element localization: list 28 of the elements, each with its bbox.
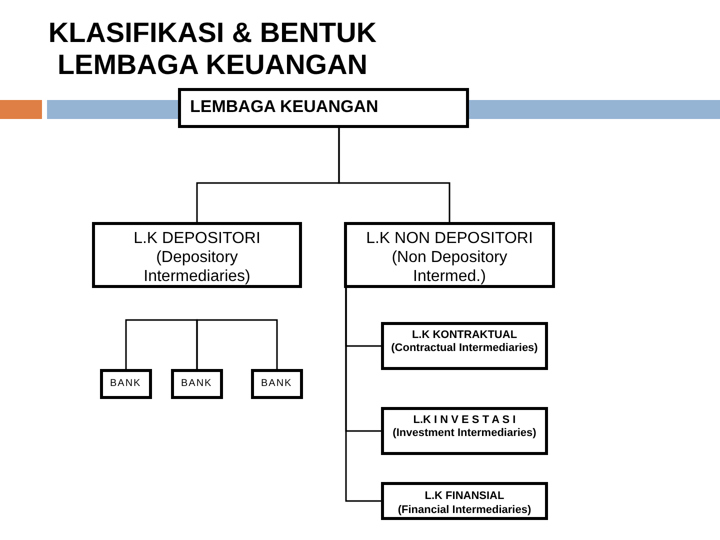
subcategory-box bbox=[381, 482, 548, 520]
connector-line bbox=[338, 128, 450, 222]
connector-line bbox=[125, 319, 198, 369]
node-title: L.K DEPOSITORI bbox=[132, 229, 262, 248]
connector-line bbox=[345, 288, 381, 502]
subcategory-box bbox=[381, 322, 548, 370]
node-label: BANK bbox=[261, 378, 294, 390]
node-title: L.K NON DEPOSITORI bbox=[365, 229, 534, 248]
node-subtitle: (Non Depository Intermed.) bbox=[390, 248, 508, 286]
bank-box bbox=[251, 369, 303, 399]
node-subtitle: (Contractual Intermediaries) bbox=[390, 342, 539, 355]
node-title: L.K KONTRAKTUAL bbox=[410, 328, 518, 342]
bank-box bbox=[100, 369, 152, 399]
node-label: BANK bbox=[110, 378, 142, 390]
page-title: KLASIFIKASI & BENTUK LEMBAGA KEUANGAN bbox=[47, 17, 378, 81]
node-label: BANK bbox=[181, 378, 214, 390]
category-box bbox=[92, 222, 302, 288]
subcategory-box bbox=[381, 407, 548, 455]
node-title: L.K I N V E S T A S I bbox=[412, 413, 517, 427]
node-subtitle: (Investment Intermediaries) bbox=[392, 427, 538, 440]
node-subtitle: (Financial Intermediaries) bbox=[396, 503, 532, 517]
root-box bbox=[178, 88, 469, 128]
node-subtitle: (Depository Intermediaries) bbox=[142, 248, 252, 286]
bank-box bbox=[171, 369, 223, 399]
connector-line bbox=[196, 319, 278, 369]
node-title: L.K FINANSIAL bbox=[424, 489, 506, 503]
node-title: LEMBAGA KEUANGAN bbox=[190, 97, 380, 117]
category-box bbox=[344, 222, 555, 288]
